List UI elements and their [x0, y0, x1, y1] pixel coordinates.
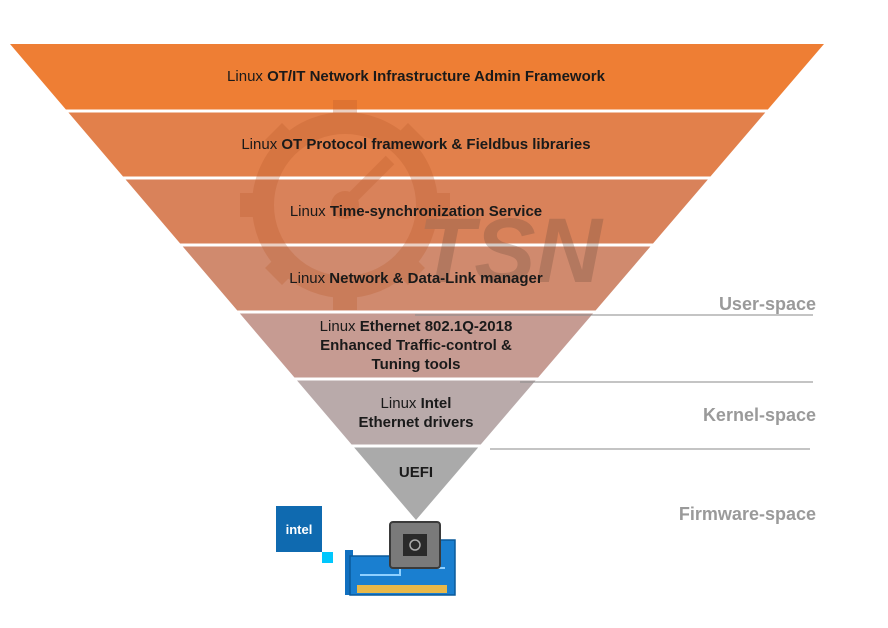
- layer-title: Ethernet drivers: [358, 413, 474, 431]
- layer-label-3: Linux Time-synchronization Service: [148, 180, 684, 244]
- layer-line: Linux Intel: [381, 394, 452, 413]
- kernel-space-label: Kernel-space: [702, 405, 816, 425]
- layer-line: Ethernet drivers: [358, 413, 473, 432]
- layer-prefix: Linux: [289, 203, 330, 220]
- layer-band-2: [68, 112, 766, 177]
- separator-lines: [415, 314, 813, 450]
- layer-band-7: [354, 447, 479, 520]
- layer-prefix: Linux: [227, 68, 268, 86]
- layer-label-4: Linux Network & Data-Link manager: [201, 247, 631, 311]
- layer-label-2: Linux OT Protocol framework & Fieldbus l…: [95, 113, 736, 177]
- layer-prefix: Linux: [319, 318, 360, 335]
- layer-prefix: Linux: [380, 394, 421, 412]
- layer-prefix: Linux: [241, 136, 282, 153]
- layer-line: Tuning tools: [372, 355, 461, 374]
- layer-title: Ethernet 802.1Q-2018: [359, 318, 513, 335]
- layer-line: Linux Network & Data-Link manager: [289, 269, 542, 288]
- layer-line: Linux Time-synchronization Service: [290, 202, 542, 221]
- firmware-space-label: Firmware-space: [678, 504, 816, 524]
- layer-title: OT Protocol framework & Fieldbus librari…: [281, 136, 591, 153]
- layer-bands: [10, 44, 824, 520]
- layer-title: OT/IT Network Infrastructure Admin Frame…: [267, 68, 605, 86]
- layer-title: Network & Data-Link manager: [329, 270, 543, 287]
- intel-logo: intel: [276, 506, 322, 552]
- intel-logo-text: intel: [285, 521, 313, 537]
- intel-logo-accent: [322, 552, 333, 563]
- user-space-label: User-space: [718, 294, 816, 314]
- layer-line: Enhanced Traffic-control &: [320, 336, 512, 355]
- layer-band-1: [10, 44, 824, 110]
- layer-band-3: [125, 179, 708, 244]
- tsn-watermark: TSN: [240, 100, 605, 310]
- layer-line: UEFI: [399, 463, 433, 482]
- layer-prefix: Linux: [289, 270, 330, 287]
- layer-title: Time-synchronization Service: [329, 203, 543, 220]
- layer-title: Tuning tools: [371, 356, 461, 373]
- layer-title: UEFI: [398, 464, 434, 481]
- layer-title: Enhanced Traffic-control &: [320, 337, 512, 354]
- layer-band-6: [297, 380, 536, 445]
- layer-line: Linux OT Protocol framework & Fieldbus l…: [241, 135, 590, 154]
- layer-band-5: [239, 313, 593, 378]
- layer-band-4: [182, 246, 651, 311]
- layer-line: Linux OT/IT Network Infrastructure Admin…: [227, 67, 605, 86]
- pcie-card-illustration: [345, 521, 456, 596]
- layer-line: Linux Ethernet 802.1Q-2018: [320, 317, 513, 336]
- layer-title: Intel: [420, 394, 452, 412]
- layer-label-7: UEFI: [371, 448, 461, 498]
- layer-label-1: Linux OT/IT Network Infrastructure Admin…: [42, 44, 791, 110]
- watermark-text: TSN: [418, 200, 605, 302]
